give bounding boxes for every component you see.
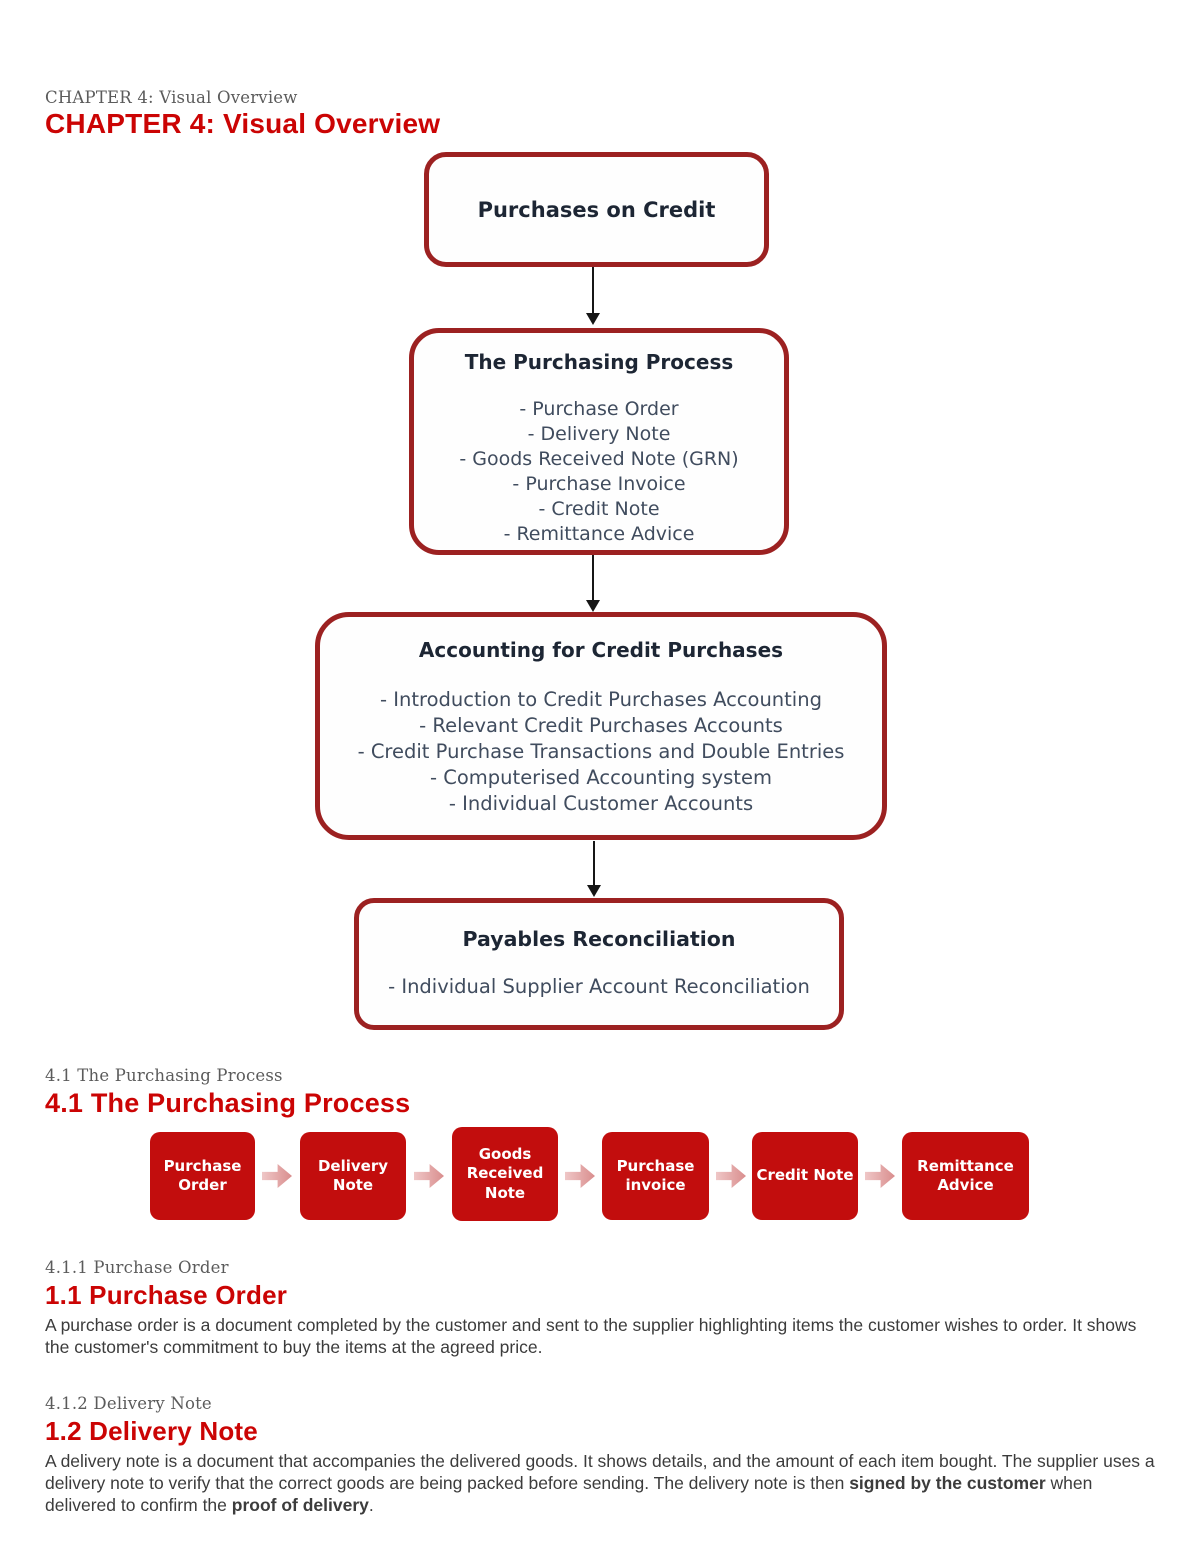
flow-box-items: - Introduction to Credit Purchases Accou… [320, 687, 882, 817]
section-41-heading: 4.1 The Purchasing Process [45, 1088, 411, 1118]
flow-item: - Purchase Invoice [512, 473, 686, 495]
process-step-remittance-advice: Remittance Advice [902, 1132, 1029, 1220]
flow-box-title: Purchases on Credit [477, 197, 716, 222]
flow-item: - Credit Purchase Transactions and Doubl… [357, 740, 845, 763]
right-arrow-icon [414, 1164, 444, 1188]
flow-box-accounting-credit-purchases: Accounting for Credit Purchases - Introd… [315, 612, 887, 840]
down-arrow-icon [587, 841, 601, 897]
flow-item: - Goods Received Note (GRN) [459, 448, 739, 470]
process-step-purchase-order: Purchase Order [150, 1132, 255, 1220]
flow-item: - Individual Supplier Account Reconcilia… [388, 975, 810, 998]
page-title: CHAPTER 4: Visual Overview [45, 108, 441, 139]
process-step-delivery-note: Delivery Note [300, 1132, 406, 1220]
section-41-small-heading: 4.1 The Purchasing Process [45, 1066, 283, 1085]
process-step-credit-note: Credit Note [752, 1132, 858, 1220]
right-arrow-icon [262, 1164, 292, 1188]
paragraph-bold-text: proof of delivery [231, 1495, 369, 1516]
right-arrow-icon [716, 1164, 746, 1188]
flow-item: - Individual Customer Accounts [448, 792, 754, 815]
paragraph-text: . [368, 1495, 374, 1516]
flow-box-title: Payables Reconciliation [462, 927, 736, 951]
process-step-purchase-invoice: Purchase invoice [602, 1132, 709, 1220]
section-411-paragraph: A purchase order is a document completed… [45, 1315, 1137, 1358]
flow-item: - Remittance Advice [503, 523, 695, 545]
section-412-heading: 1.2 Delivery Note [45, 1416, 258, 1446]
paragraph-text: A delivery note is a document that accom… [45, 1451, 1155, 1494]
process-step-goods-received-note: Goods Received Note [452, 1127, 558, 1221]
flow-item: - Purchase Order [519, 398, 679, 420]
flow-item: - Delivery Note [527, 423, 671, 445]
right-arrow-icon [865, 1164, 895, 1188]
down-arrow-icon [586, 267, 600, 325]
breadcrumb: CHAPTER 4: Visual Overview [45, 88, 298, 107]
flow-box-title: The Purchasing Process [464, 350, 734, 374]
section-412-small-heading: 4.1.2 Delivery Note [45, 1394, 212, 1413]
section-411-small-heading: 4.1.1 Purchase Order [45, 1258, 229, 1277]
flow-box-payables-reconciliation: Payables Reconciliation - Individual Sup… [354, 898, 844, 1030]
paragraph-bold-text: signed by the customer [849, 1473, 1046, 1494]
flow-box-purchases-on-credit: Purchases on Credit [424, 152, 769, 267]
paragraph-text: when delivered to confirm the [45, 1473, 1093, 1516]
flow-item: - Introduction to Credit Purchases Accou… [380, 688, 822, 711]
section-412-paragraph: A delivery note is a document that accom… [45, 1450, 1163, 1517]
flow-box-items: - Individual Supplier Account Reconcilia… [359, 975, 839, 998]
flow-box-purchasing-process: The Purchasing Process - Purchase Order … [409, 328, 789, 555]
flow-item: - Credit Note [538, 498, 660, 520]
section-411-heading: 1.1 Purchase Order [45, 1280, 288, 1310]
right-arrow-icon [565, 1164, 595, 1188]
flow-box-title: Accounting for Credit Purchases [418, 638, 784, 662]
flow-item: - Computerised Accounting system [430, 766, 772, 789]
flow-item: - Relevant Credit Purchases Accounts [419, 714, 783, 737]
down-arrow-icon [586, 555, 600, 612]
flow-box-items: - Purchase Order - Delivery Note - Goods… [414, 397, 784, 547]
